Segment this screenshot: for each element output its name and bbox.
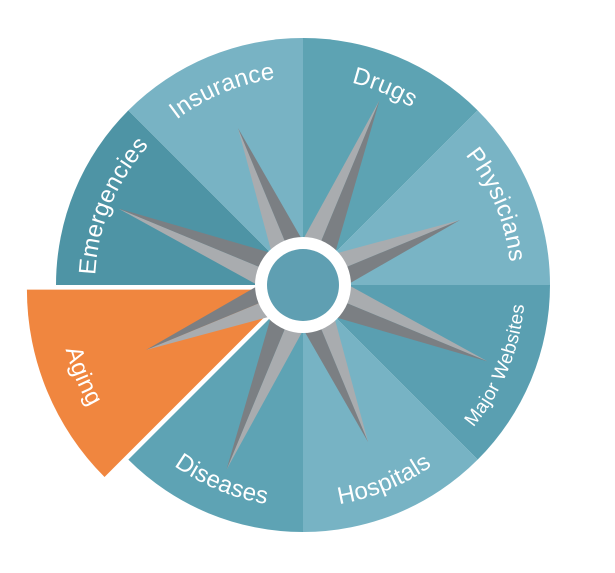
- wheel-segment-emergencies[interactable]: [56, 110, 303, 285]
- wheel-segment-hospitals[interactable]: [303, 285, 478, 532]
- wheel-segment-drugs[interactable]: [303, 38, 478, 285]
- wheel-segments: [26, 38, 550, 532]
- wheel-segment-physicians[interactable]: [303, 110, 550, 285]
- hub-center[interactable]: [267, 249, 339, 321]
- wheel-hub: [255, 237, 351, 333]
- wheel-segment-aging[interactable]: [26, 289, 292, 477]
- wheel-segment-major[interactable]: [303, 285, 550, 460]
- wheel-segment-diseases[interactable]: [128, 285, 303, 532]
- wheel-segment-insurance[interactable]: [128, 38, 303, 285]
